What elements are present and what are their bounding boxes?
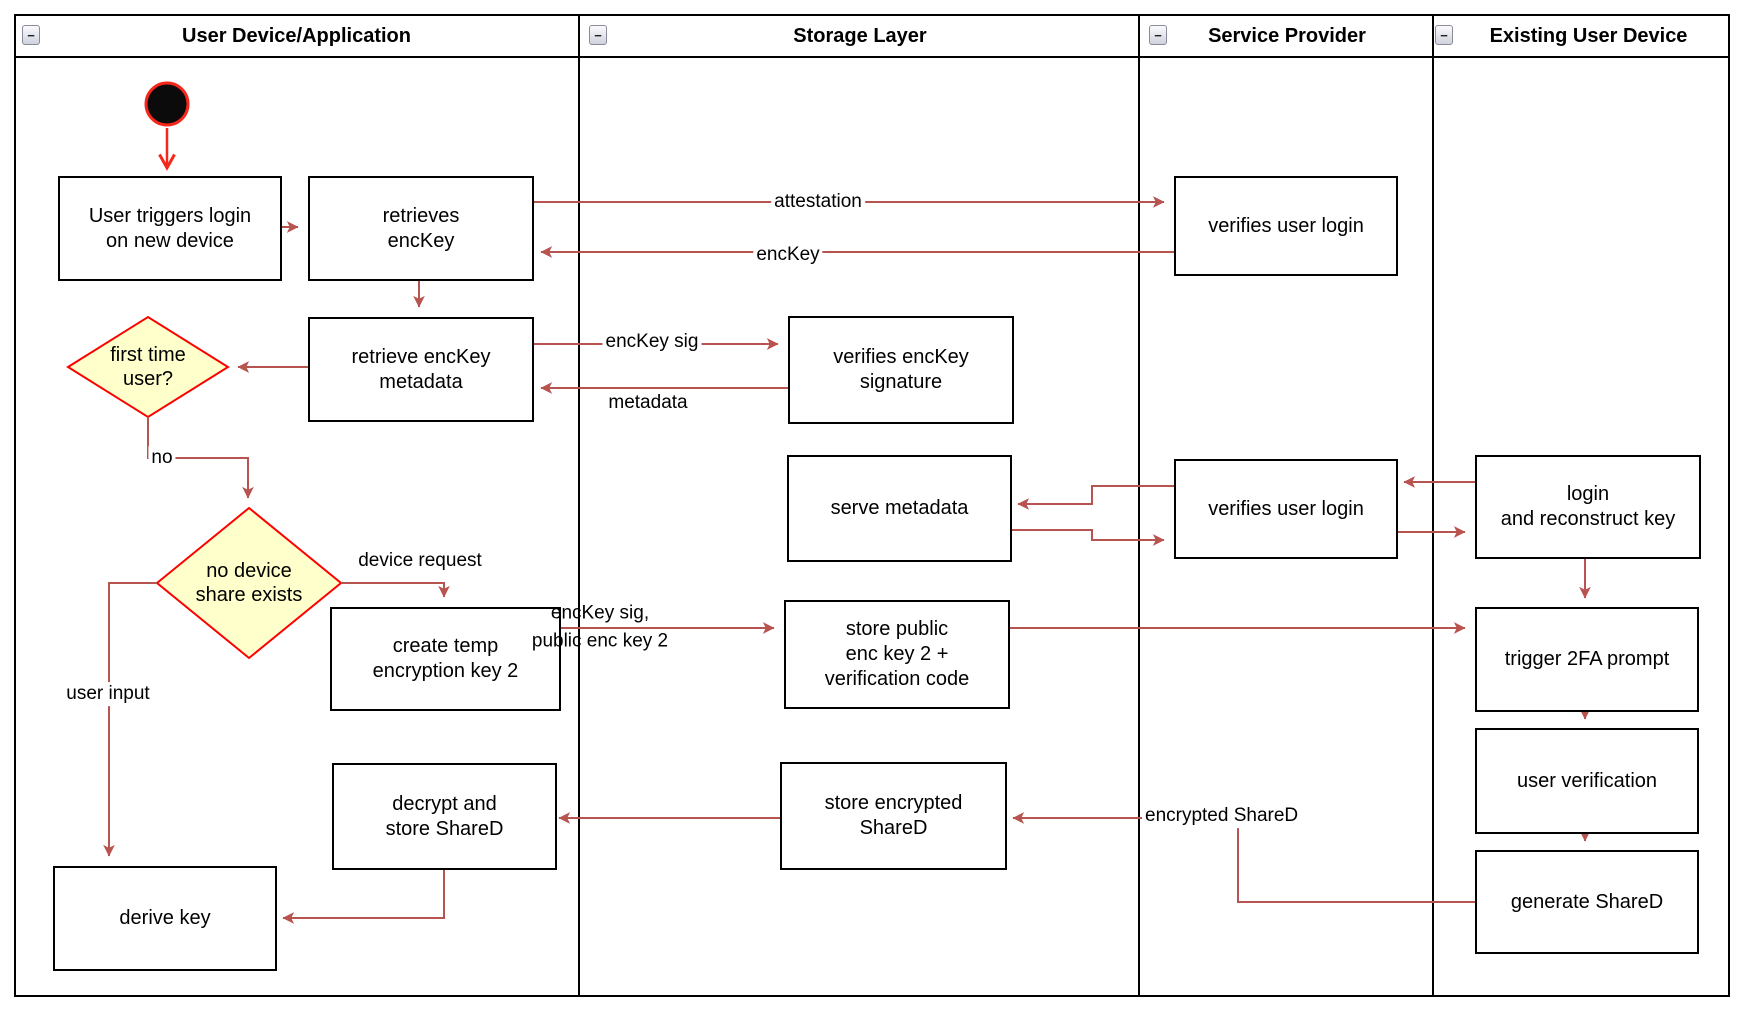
start-node[interactable] <box>144 81 190 127</box>
node-login-and-reconstruct-key[interactable]: login and reconstruct key <box>1475 455 1701 559</box>
decision-label-no-device-share: no device share exists <box>195 560 303 606</box>
collapse-icon[interactable]: − <box>1435 25 1453 45</box>
edge-label-device-request: device request <box>355 549 485 573</box>
node-store-public-enc-key-2[interactable]: store public enc key 2 + verification co… <box>784 600 1010 709</box>
collapse-icon[interactable]: − <box>589 25 607 45</box>
edge-decrypt-to-derive[interactable] <box>282 866 445 924</box>
edge-label-no: no <box>148 446 176 470</box>
node-verifies-user-login-mid[interactable]: verifies user login <box>1174 459 1398 559</box>
node-generate-shared[interactable]: generate ShareD <box>1475 850 1699 954</box>
edge-generate-to-store-encrypted[interactable] <box>1012 812 1475 903</box>
node-verifies-enckey-signature[interactable]: verifies encKey signature <box>788 316 1014 424</box>
edge-user-input[interactable] <box>103 582 157 857</box>
collapse-icon[interactable]: − <box>22 25 40 45</box>
node-verifies-user-login-top[interactable]: verifies user login <box>1174 176 1398 276</box>
edge-label-enckey-sig-public-key-2: encKey sig, public enc key 2 <box>531 602 669 651</box>
node-retrieve-enckey-metadata[interactable]: retrieve encKey metadata <box>308 317 534 422</box>
collapse-icon[interactable]: − <box>1149 25 1167 45</box>
node-retrieves-enckey[interactable]: retrieves encKey <box>308 176 534 281</box>
edge-label-encrypted-shared: encrypted ShareD <box>1142 804 1302 828</box>
node-decrypt-and-store-shared[interactable]: decrypt and store ShareD <box>332 763 557 870</box>
decision-first-time-user[interactable] <box>66 315 230 419</box>
lane-header-user-device: − User Device/Application <box>16 16 577 56</box>
node-user-triggers-login[interactable]: User triggers login on new device <box>58 176 282 281</box>
node-derive-key[interactable]: derive key <box>53 866 277 971</box>
edge-label-enckey: encKey <box>753 243 823 267</box>
edge-label-metadata: metadata <box>605 391 691 415</box>
edge-label-enckey-sig: encKey sig <box>602 330 702 354</box>
node-trigger-2fa-prompt[interactable]: trigger 2FA prompt <box>1475 607 1699 712</box>
edge-device-request[interactable] <box>341 582 450 598</box>
edge-label-attestation: attestation <box>771 190 865 214</box>
lane-header-storage-layer: − Storage Layer <box>583 16 1137 56</box>
node-store-encrypted-shared[interactable]: store encrypted ShareD <box>780 762 1007 870</box>
edge-no-branch[interactable] <box>147 417 254 499</box>
decision-label-first-time-user: first time user? <box>110 344 186 390</box>
lane-title: Storage Layer <box>793 24 927 47</box>
node-user-verification[interactable]: user verification <box>1475 728 1699 834</box>
edge-verifies-to-serve[interactable] <box>1017 485 1174 510</box>
lane-header-service-provider: − Service Provider <box>1143 16 1431 56</box>
edge-serve-to-verifies[interactable] <box>1008 529 1165 546</box>
lane-title: Service Provider <box>1208 24 1366 47</box>
lane-title: Existing User Device <box>1489 24 1688 47</box>
pool-frame <box>14 14 1730 997</box>
lane-title: User Device/Application <box>182 24 411 47</box>
lane-header-existing-user-device: − Existing User Device <box>1435 16 1728 56</box>
node-create-temp-encryption-key-2[interactable]: create temp encryption key 2 <box>330 607 561 711</box>
edge-label-user-input: user input <box>63 682 153 706</box>
node-serve-metadata[interactable]: serve metadata <box>787 455 1012 562</box>
